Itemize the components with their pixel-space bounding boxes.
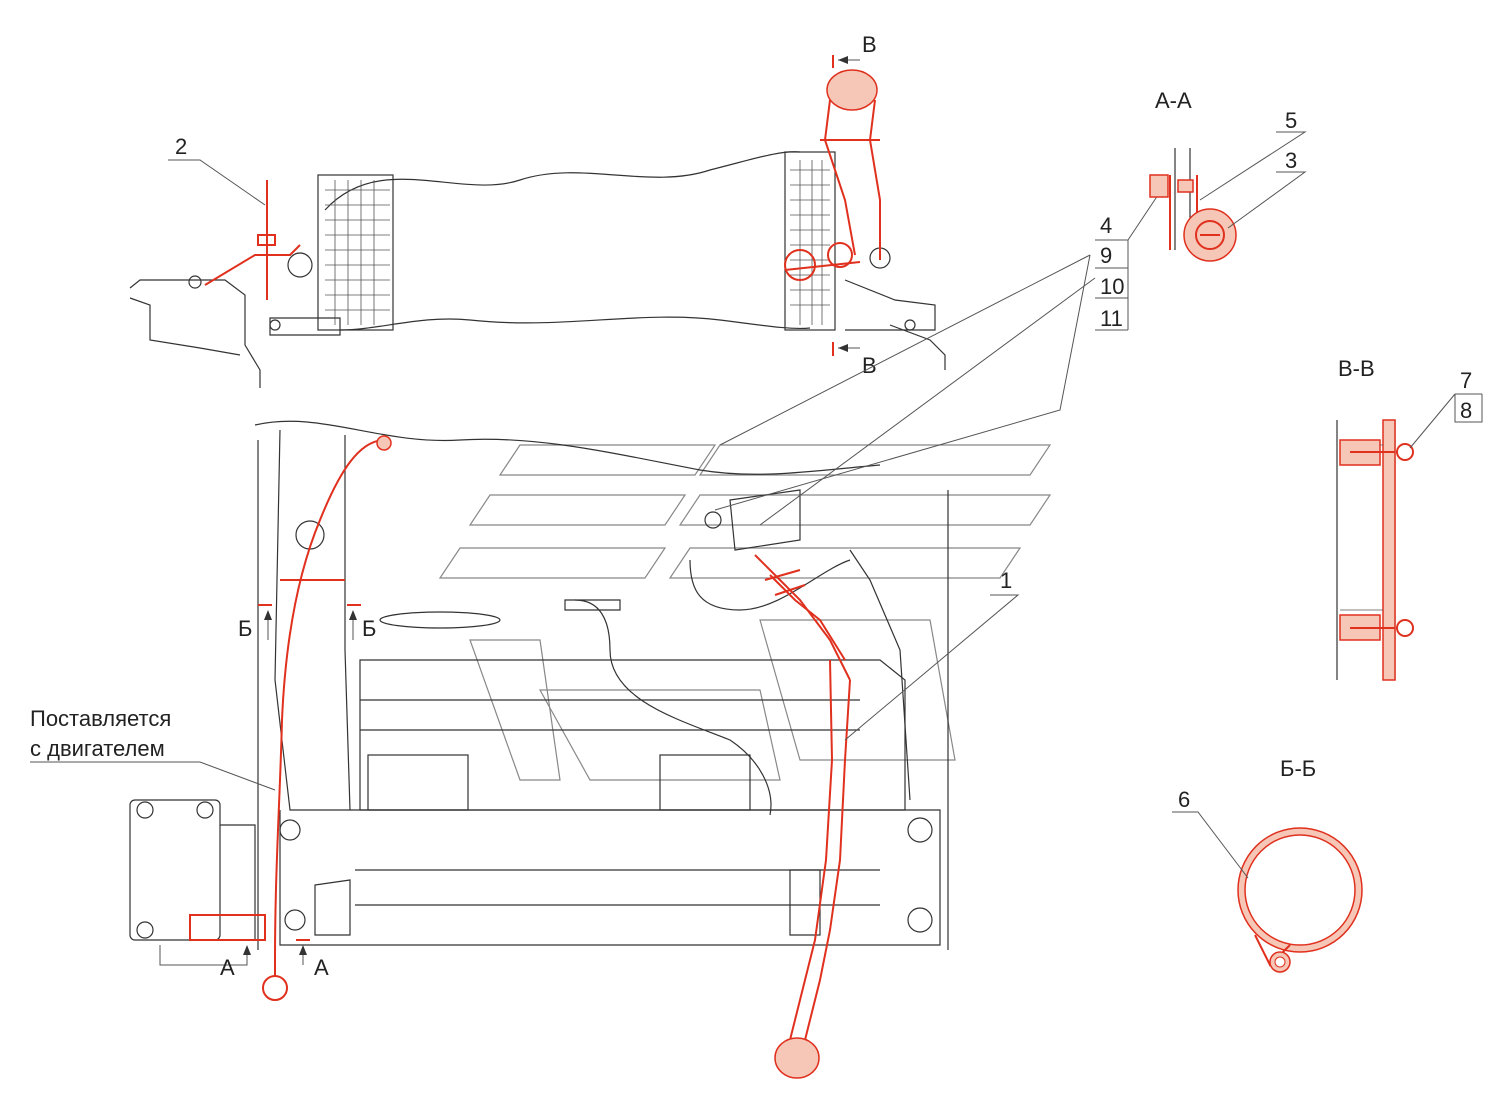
callout-4-9-10-11: 4 9 10 11 xyxy=(714,194,1159,526)
top-view-radiator xyxy=(129,151,946,388)
filler-neck-top xyxy=(784,69,881,281)
callout-8-label: 8 xyxy=(1460,398,1472,423)
cut-label-b-right: Б xyxy=(362,616,376,641)
cut-label-a-right: А xyxy=(314,955,329,980)
note-line-1: Поставляется xyxy=(30,706,171,731)
callout-10-label: 10 xyxy=(1100,274,1124,299)
section-aa-title: А-А xyxy=(1155,88,1192,113)
note-line-2: с двигателем xyxy=(30,736,165,761)
callout-9-label: 9 xyxy=(1100,243,1112,268)
callout-11-label: 11 xyxy=(1100,306,1123,331)
filler-neck-main xyxy=(754,554,851,1079)
section-cut-v-top: В xyxy=(832,32,877,68)
callout-2: 2 xyxy=(168,134,266,206)
supplied-with-engine-note: Поставляется с двигателем xyxy=(30,706,276,791)
callout-5-label: 5 xyxy=(1285,108,1297,133)
section-cut-v-bottom: В xyxy=(832,342,877,378)
section-aa: А-А 5 3 xyxy=(1149,88,1307,262)
main-view-assembly xyxy=(129,420,949,950)
cut-label-a-left: А xyxy=(220,955,235,980)
section-cut-b-right: Б xyxy=(347,604,376,641)
radiator-grid-left xyxy=(325,180,390,325)
section-vv-title: В-В xyxy=(1338,356,1375,381)
section-cut-b-left: Б xyxy=(238,604,272,641)
section-cut-a-right: А xyxy=(296,939,329,980)
section-cut-a-left: А xyxy=(159,939,254,980)
bracket-part-2 xyxy=(204,180,301,300)
callout-2-label: 2 xyxy=(175,134,187,159)
callout-4-label: 4 xyxy=(1100,213,1112,238)
radiator-grid-right xyxy=(790,160,830,325)
callout-6-label: 6 xyxy=(1178,787,1190,812)
section-bb-title: Б-Б xyxy=(1280,756,1316,781)
cut-label-v-top: В xyxy=(862,32,877,57)
callout-3-label: 3 xyxy=(1285,148,1297,173)
cut-label-v-bottom: В xyxy=(862,353,877,378)
callout-1-label: 1 xyxy=(1000,568,1012,593)
cut-label-b-left: Б xyxy=(238,616,252,641)
dipstick-left xyxy=(189,435,392,1001)
section-bb: Б-Б 6 xyxy=(1172,756,1363,973)
callout-7-label: 7 xyxy=(1460,368,1472,393)
callout-1: 1 xyxy=(844,568,1020,741)
section-vv: В-В 7 8 xyxy=(1336,356,1483,681)
